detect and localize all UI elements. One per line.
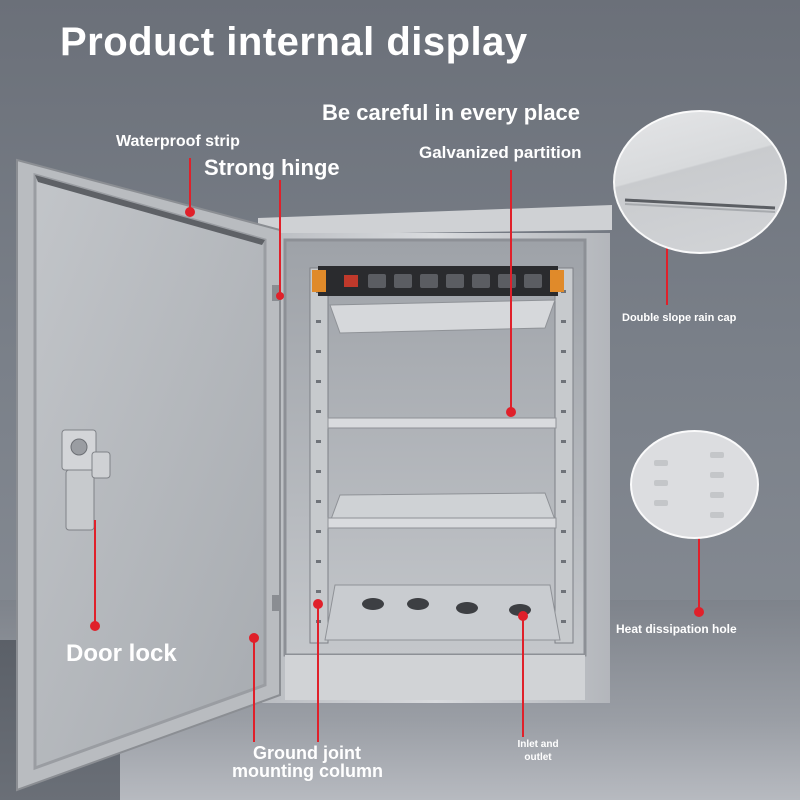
cabinet-plinth	[285, 655, 585, 700]
label-heat-dissipation-hole: Heat dissipation hole	[616, 622, 737, 636]
zoom-inset-heat-holes	[630, 430, 759, 539]
inlet-outlet-holes	[362, 598, 531, 616]
page-title: Product internal display	[60, 20, 528, 64]
hinge-top	[272, 285, 280, 301]
label-inlet-outlet: Inlet and outlet	[508, 738, 568, 764]
label-strong-hinge: Strong hinge	[204, 155, 340, 180]
rack-frame	[309, 267, 574, 644]
label-ground-joint: Ground joint mounting column	[232, 743, 383, 781]
cabinet-door	[16, 158, 281, 792]
label-galvanized-partition: Galvanized partition	[419, 143, 582, 162]
label-inlet-line1: Inlet and	[517, 739, 559, 750]
label-double-slope-rain-cap: Double slope rain cap	[622, 312, 737, 324]
bottom-plate	[324, 584, 561, 641]
power-socket-icon	[368, 274, 542, 288]
label-waterproof-strip: Waterproof strip	[116, 133, 240, 150]
power-strip	[312, 266, 564, 296]
hinge-bottom	[272, 595, 280, 611]
power-switch-icon	[344, 275, 358, 287]
label-inlet-line2: outlet	[524, 752, 552, 763]
page-subtitle: Be careful in every place	[322, 100, 581, 125]
rain-cap	[258, 205, 612, 235]
galvanized-shelves	[327, 299, 557, 529]
latch-icon	[61, 429, 111, 531]
heat-holes-detail	[654, 452, 724, 518]
rain-cap-detail	[624, 198, 776, 213]
callout-dot-icon	[90, 207, 704, 643]
callout-lines	[94, 158, 700, 742]
label-door-lock: Door lock	[66, 640, 177, 667]
label-ground-joint-line2: mounting column	[232, 761, 383, 781]
zoom-inset-rain-cap	[613, 110, 787, 254]
waterproof-strip	[35, 175, 265, 245]
label-ground-joint-line1: Ground joint	[253, 743, 361, 763]
